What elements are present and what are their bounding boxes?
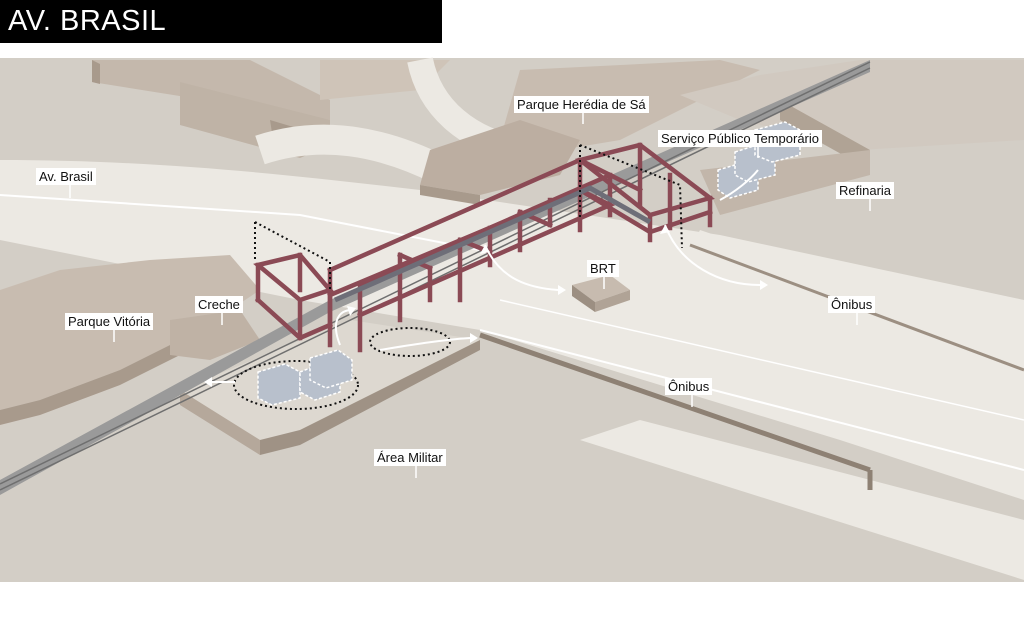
- label-parque-heredia: Parque Herédia de Sá: [514, 96, 649, 113]
- label-area-militar: Área Militar: [374, 449, 446, 466]
- label-servico-publico: Serviço Público Temporário: [658, 130, 822, 147]
- label-onibus-right: Ônibus: [828, 296, 875, 313]
- label-refinaria: Refinaria: [836, 182, 894, 199]
- label-creche: Creche: [195, 296, 243, 313]
- label-onibus-center: Ônibus: [665, 378, 712, 395]
- label-parque-vitoria: Parque Vitória: [65, 313, 153, 330]
- label-av-brasil: Av. Brasil: [36, 168, 96, 185]
- label-brt: BRT: [587, 260, 619, 277]
